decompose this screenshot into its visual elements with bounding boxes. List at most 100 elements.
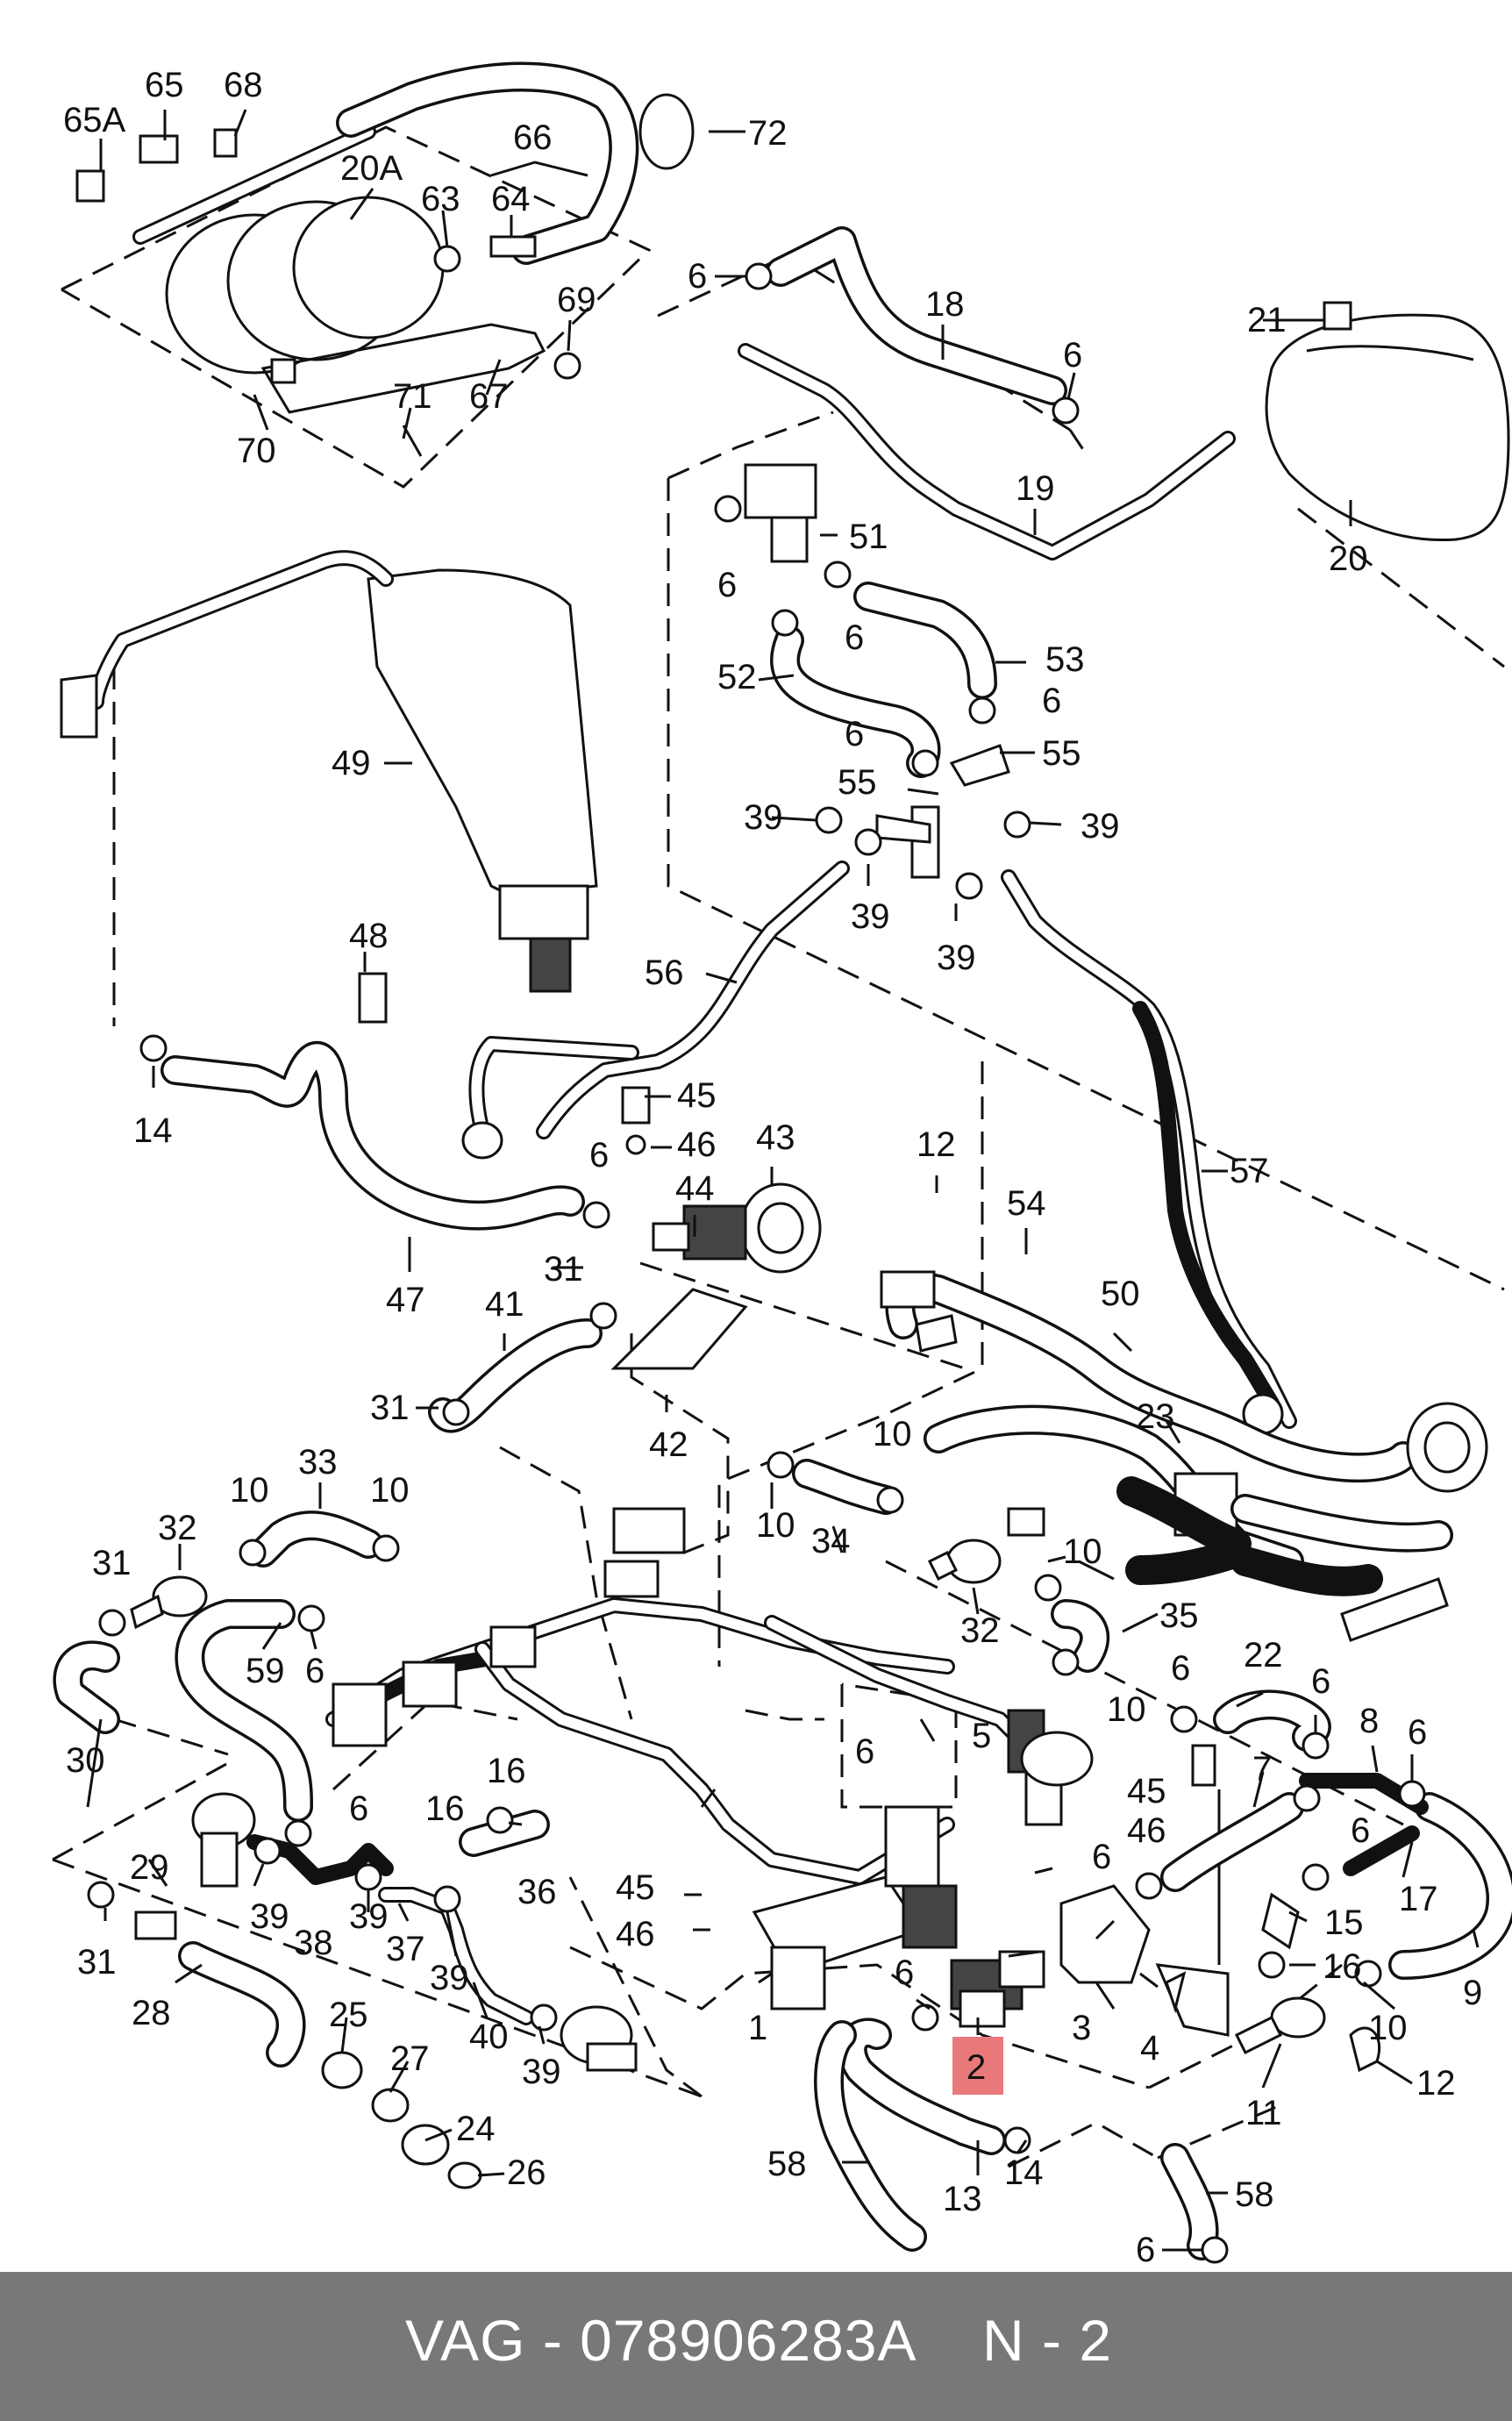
callout-6-i: 6 bbox=[1171, 1649, 1190, 1688]
callout-29: 29 bbox=[130, 1848, 169, 1887]
callout-57: 57 bbox=[1230, 1152, 1269, 1190]
callout-43: 43 bbox=[756, 1118, 795, 1157]
callout-65A: 65A bbox=[63, 101, 125, 139]
callout-6-l: 6 bbox=[855, 1732, 874, 1771]
callout-20A: 20A bbox=[340, 149, 403, 188]
part-footer-bar: VAG - 078906283A N - 2 bbox=[0, 2272, 1512, 2421]
callout-46-c: 46 bbox=[616, 1915, 655, 1953]
callout-50: 50 bbox=[1101, 1275, 1140, 1313]
callout-40: 40 bbox=[469, 2018, 509, 2056]
callout-6-d: 6 bbox=[845, 618, 864, 657]
callout-18: 18 bbox=[925, 285, 965, 324]
callout-7: 7 bbox=[1252, 1750, 1272, 1789]
callout-6-f: 6 bbox=[845, 715, 864, 753]
leader-lines bbox=[86, 109, 1480, 2252]
callout-45-a: 45 bbox=[677, 1076, 717, 1115]
callout-16-b: 16 bbox=[487, 1752, 526, 1790]
callout-16-c: 16 bbox=[425, 1789, 465, 1828]
callout-32-b: 32 bbox=[960, 1611, 1000, 1650]
callout-6-j: 6 bbox=[1311, 1662, 1330, 1701]
callout-31-c: 31 bbox=[92, 1544, 132, 1582]
callout-6-q: 6 bbox=[1136, 2231, 1155, 2269]
callout-71: 71 bbox=[393, 377, 432, 416]
callout-12-a: 12 bbox=[916, 1125, 956, 1164]
part-code: VAG - 078906283A bbox=[405, 2308, 917, 2373]
callout-63: 63 bbox=[421, 180, 460, 218]
callout-55-a: 55 bbox=[1042, 734, 1081, 773]
hose-and-tank-20 bbox=[738, 226, 1510, 561]
callout-38: 38 bbox=[294, 1924, 333, 1962]
callout-6-c: 6 bbox=[717, 566, 737, 604]
callout-10-f: 10 bbox=[1107, 1690, 1146, 1729]
callout-37: 37 bbox=[386, 1930, 425, 1968]
callout-6-b: 6 bbox=[1063, 336, 1082, 375]
callout-45-b: 45 bbox=[1127, 1772, 1166, 1810]
callout-6-a: 6 bbox=[688, 257, 707, 296]
callout-54: 54 bbox=[1007, 1184, 1046, 1223]
callout-39-e: 39 bbox=[250, 1897, 289, 1936]
callout-64: 64 bbox=[491, 180, 531, 218]
callout-2: 2 bbox=[966, 2048, 986, 2087]
callout-17: 17 bbox=[1399, 1880, 1438, 1918]
callout-1: 1 bbox=[748, 2009, 767, 2047]
callout-39-g: 39 bbox=[430, 1959, 469, 1997]
callout-10-d: 10 bbox=[756, 1506, 795, 1545]
callout-39-d: 39 bbox=[937, 939, 976, 977]
callout-53: 53 bbox=[1045, 640, 1085, 679]
callout-10-c: 10 bbox=[370, 1471, 410, 1510]
callout-46-b: 46 bbox=[1127, 1811, 1166, 1850]
callout-45-c: 45 bbox=[616, 1868, 655, 1907]
callout-10-g: 10 bbox=[1368, 2009, 1408, 2047]
callout-6-m: 6 bbox=[1092, 1838, 1111, 1876]
callout-10-e: 10 bbox=[1063, 1532, 1102, 1571]
callout-6-o: 6 bbox=[349, 1789, 368, 1828]
callout-12-b: 12 bbox=[1416, 2064, 1456, 2103]
callout-6-k: 6 bbox=[1408, 1713, 1427, 1752]
callout-42: 42 bbox=[649, 1425, 688, 1464]
callout-13: 13 bbox=[943, 2180, 982, 2218]
callout-10-a: 10 bbox=[873, 1415, 912, 1453]
callout-39-c: 39 bbox=[851, 897, 890, 936]
coolant-reservoir-assembly bbox=[75, 61, 695, 457]
callout-58-b: 58 bbox=[1235, 2175, 1274, 2214]
callout-24: 24 bbox=[456, 2110, 496, 2148]
callout-5: 5 bbox=[972, 1717, 991, 1755]
callout-28: 28 bbox=[132, 1994, 171, 2032]
callout-14-b: 14 bbox=[1004, 2153, 1044, 2192]
callout-22: 22 bbox=[1244, 1636, 1283, 1675]
lower-left-group bbox=[87, 1792, 638, 2189]
callout-9: 9 bbox=[1463, 1974, 1482, 2012]
callout-6-p: 6 bbox=[895, 1953, 914, 1992]
callout-59: 59 bbox=[246, 1652, 285, 1690]
callout-69: 69 bbox=[557, 281, 596, 319]
callout-56: 56 bbox=[645, 953, 684, 992]
callout-58-a: 58 bbox=[767, 2145, 807, 2183]
callout-51: 51 bbox=[849, 518, 888, 556]
callout-33: 33 bbox=[298, 1443, 338, 1482]
callout-8: 8 bbox=[1359, 1702, 1379, 1740]
callout-6-h: 6 bbox=[305, 1652, 325, 1690]
callout-15: 15 bbox=[1324, 1903, 1364, 1942]
callout-6-n: 6 bbox=[1351, 1811, 1370, 1850]
callout-25: 25 bbox=[329, 1996, 368, 2034]
callout-39-f: 39 bbox=[349, 1897, 389, 1936]
callout-32-a: 32 bbox=[158, 1509, 197, 1547]
callout-39-b: 39 bbox=[1081, 807, 1120, 846]
callout-30: 30 bbox=[66, 1741, 105, 1780]
callout-26: 26 bbox=[507, 2153, 546, 2192]
central-pipe-frame bbox=[325, 1507, 1230, 2037]
callout-10-b: 10 bbox=[230, 1471, 269, 1510]
callout-31-b: 31 bbox=[370, 1389, 410, 1427]
callout-39-h: 39 bbox=[522, 2053, 561, 2091]
callout-72: 72 bbox=[748, 114, 788, 153]
diagram-position: N - 2 bbox=[982, 2308, 1113, 2373]
callout-55-b: 55 bbox=[838, 763, 877, 802]
callout-70: 70 bbox=[237, 432, 276, 470]
callout-47: 47 bbox=[386, 1281, 425, 1319]
callout-66: 66 bbox=[513, 118, 553, 157]
callout-20: 20 bbox=[1329, 539, 1368, 578]
hoses-mid-left bbox=[53, 1451, 1110, 1822]
callout-68: 68 bbox=[224, 66, 263, 104]
callout-39-a: 39 bbox=[744, 798, 783, 837]
callout-4: 4 bbox=[1140, 2029, 1159, 2067]
